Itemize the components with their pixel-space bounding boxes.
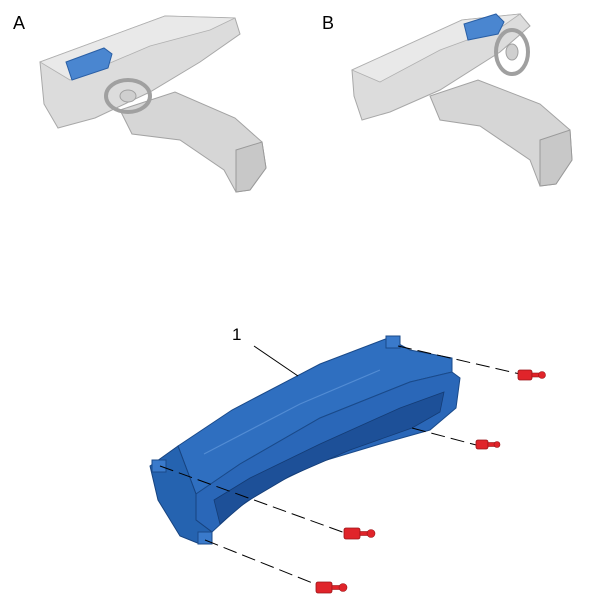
- mount-tab-top-right: [385, 335, 401, 349]
- align-line-top-right: [397, 345, 521, 375]
- align-line-lower: [204, 539, 321, 587]
- clip-top-right: [517, 369, 546, 381]
- view-a-illustration: [39, 15, 267, 193]
- view-b-illustration: [351, 13, 573, 187]
- instrument-cluster-part: [149, 335, 461, 545]
- callout-1-label: 1: [232, 325, 242, 344]
- align-line-mid-right: [411, 427, 481, 447]
- clip-mid-right: [475, 439, 501, 450]
- view-a-highlighted-part: [65, 47, 113, 81]
- view-b-highlighted-part: [463, 13, 505, 41]
- view-a-steering-wheel: [104, 78, 152, 114]
- alignment-lines: [159, 345, 521, 587]
- callout-1-leader: [253, 345, 299, 377]
- clip-lower: [315, 581, 348, 594]
- align-line-left: [159, 465, 349, 535]
- view-b-steering-wheel: [494, 28, 530, 76]
- view-a-label: A: [13, 13, 26, 33]
- part-screen-recess: [213, 391, 445, 525]
- mount-tab-left: [151, 459, 167, 473]
- view-b-label: B: [322, 13, 335, 33]
- clip-left: [343, 527, 376, 540]
- view-b-console-end: [539, 129, 573, 187]
- clip-icon: [315, 369, 546, 594]
- view-a-console-end: [235, 141, 267, 193]
